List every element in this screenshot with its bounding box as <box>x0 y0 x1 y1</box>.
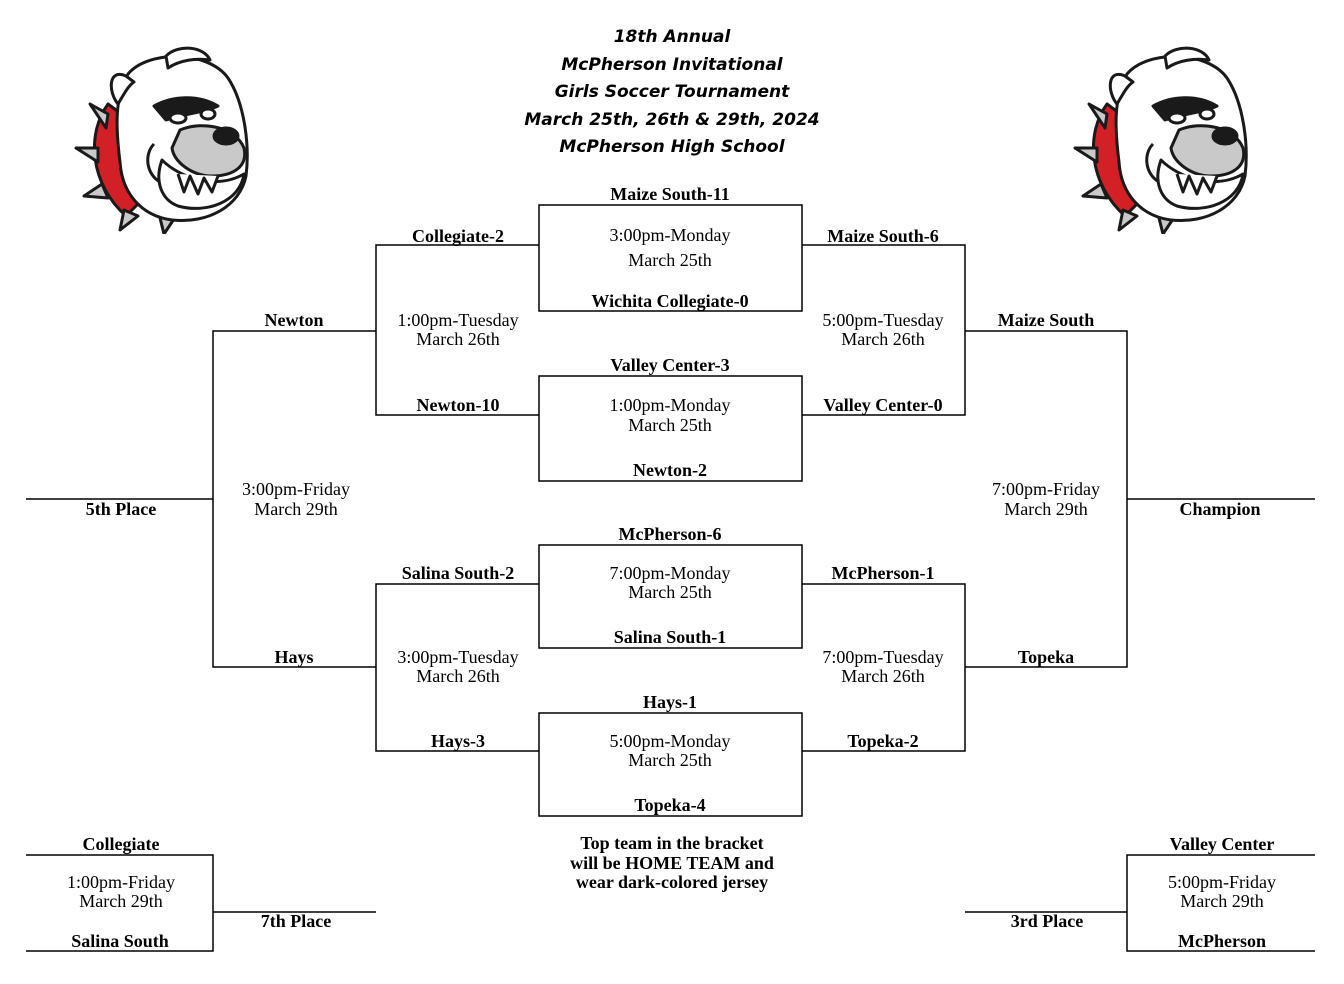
header-line-3: Girls Soccer Tournament <box>554 82 790 102</box>
bulldog-mascot-icon <box>74 46 249 234</box>
semi-lower-bottom-team: Topeka-2 <box>847 731 919 751</box>
g4-top-team: Hays-1 <box>643 692 697 712</box>
cons-upper-time: 1:00pm-Tuesday <box>397 310 519 330</box>
g3-bottom-team: Salina South-1 <box>613 627 727 647</box>
header-line-1: 18th Annual <box>613 27 731 47</box>
seventh-place-bracket <box>26 854 214 952</box>
final-top-team: Maize South <box>997 310 1095 330</box>
cons-upper-date: March 26th <box>416 329 500 349</box>
third-date: March 29th <box>1180 891 1264 911</box>
seventh-time: 1:00pm-Friday <box>67 872 175 892</box>
semi-lower-date: March 26th <box>841 666 925 686</box>
semi-upper-time: 5:00pm-Tuesday <box>822 310 944 330</box>
cons-upper-top-team: Collegiate-2 <box>412 226 504 246</box>
final-date: March 29th <box>1004 499 1088 519</box>
seventh-place-label: 7th Place <box>260 911 332 931</box>
game-box-g2 <box>538 375 803 482</box>
g2-bottom-team: Newton-2 <box>633 460 707 480</box>
g4-time: 5:00pm-Monday <box>609 731 731 751</box>
g1-time: 3:00pm-Monday <box>609 225 731 245</box>
third-time: 5:00pm-Friday <box>1168 872 1276 892</box>
fifth-place-top-team: Newton <box>264 310 324 330</box>
final-time: 7:00pm-Friday <box>992 479 1100 499</box>
header-line-2: McPherson Invitational <box>561 54 783 75</box>
consolation-upper-bracket <box>375 244 539 416</box>
g4-date: March 25th <box>628 750 712 770</box>
note-line-1: Top team in the bracket <box>580 833 764 853</box>
tournament-header: 18th Annual McPherson Invitational Girls… <box>524 24 819 162</box>
cons-lower-date: March 26th <box>416 666 500 686</box>
game-box-g3 <box>538 544 803 649</box>
note-line-3: wear dark-colored jersey <box>575 872 769 892</box>
game-box-g1 <box>538 204 803 312</box>
game-box-g4 <box>538 712 803 817</box>
cons-lower-top-team: Salina South-2 <box>401 563 515 583</box>
final-bottom-team: Topeka <box>1017 647 1075 667</box>
third-bottom-team: McPherson <box>1178 931 1266 951</box>
semi-upper-top-team: Maize South-6 <box>827 226 939 246</box>
cons-lower-time: 3:00pm-Tuesday <box>397 647 519 667</box>
g1-top-team: Maize South-11 <box>610 184 730 204</box>
g1-bottom-team: Wichita Collegiate-0 <box>591 291 749 311</box>
home-team-note: Top team in the bracket will be HOME TEA… <box>570 833 774 893</box>
fifth-place-time: 3:00pm-Friday <box>242 479 350 499</box>
semi-upper-bottom-team: Valley Center-0 <box>823 395 943 415</box>
third-place-bracket <box>1126 854 1315 952</box>
header-line-5: McPherson High School <box>559 137 785 157</box>
g3-date: March 25th <box>628 582 712 602</box>
g2-date: March 25th <box>628 415 712 435</box>
seventh-bottom-team: Salina South <box>71 931 169 951</box>
cons-upper-bottom-team: Newton-10 <box>416 395 500 415</box>
fifth-place-label: 5th Place <box>85 499 157 519</box>
g3-top-team: McPherson-6 <box>618 524 722 544</box>
header-line-4: March 25th, 26th & 29th, 2024 <box>524 109 820 130</box>
semi-upper-bracket <box>802 244 966 416</box>
g3-time: 7:00pm-Monday <box>609 563 731 583</box>
g1-date: March 25th <box>628 250 712 270</box>
semi-upper-date: March 26th <box>841 329 925 349</box>
semi-lower-top-team: McPherson-1 <box>831 563 935 583</box>
fifth-place-date: March 29th <box>254 499 338 519</box>
third-top-team: Valley Center <box>1169 834 1275 854</box>
fifth-place-bottom-team: Hays <box>274 647 314 667</box>
g2-time: 1:00pm-Monday <box>609 395 731 415</box>
seventh-top-team: Collegiate <box>82 834 160 854</box>
seventh-date: March 29th <box>79 891 163 911</box>
champion-label: Champion <box>1179 499 1261 519</box>
bulldog-mascot-icon <box>1073 46 1248 234</box>
note-line-2: will be HOME TEAM and <box>570 852 774 873</box>
cons-lower-bottom-team: Hays-3 <box>431 731 485 751</box>
third-place-label: 3rd Place <box>1010 911 1084 931</box>
semi-lower-time: 7:00pm-Tuesday <box>822 647 944 667</box>
g2-top-team: Valley Center-3 <box>610 355 730 375</box>
g4-bottom-team: Topeka-4 <box>634 795 706 815</box>
